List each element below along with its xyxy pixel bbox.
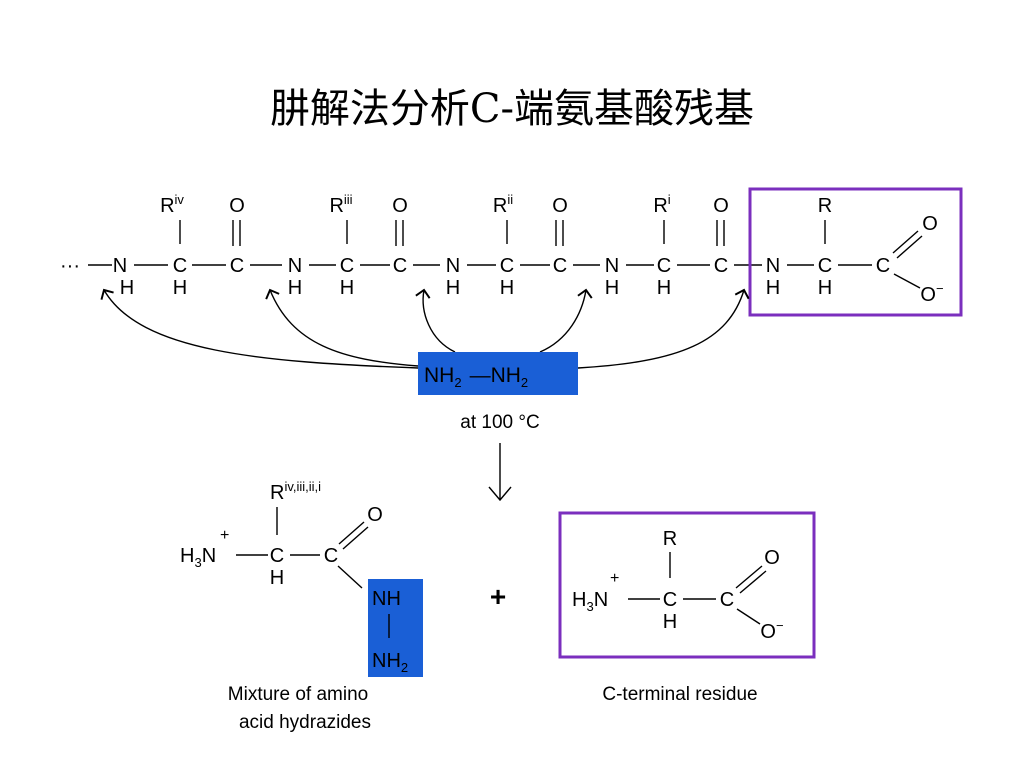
atom-c-alpha: C: [340, 255, 354, 277]
positive-charge: +: [220, 527, 229, 544]
atom-o: O: [713, 195, 729, 217]
terminal-residue-box: [748, 187, 963, 317]
hydrazide-product: Riv,iii,ii,i + H3N C H C O NH NH2 Mixtur…: [180, 479, 423, 733]
atom-n: N: [113, 255, 127, 277]
reagent-formula: NH2—NH2: [424, 364, 528, 390]
atom-c-alpha: C: [657, 255, 671, 277]
ammonium-group: H3N: [180, 545, 216, 570]
atom-n: N: [446, 255, 460, 277]
atom-h: H: [120, 277, 134, 299]
atom-o: O: [367, 504, 383, 526]
atom-c-carbonyl: C: [393, 255, 407, 277]
atom-o-minus: O−: [920, 281, 943, 306]
attack-arrow-5: [577, 288, 750, 369]
atom-h: H: [818, 277, 832, 299]
side-chain-r: Rii: [493, 192, 513, 217]
residue-i: N H C H Ri C O: [605, 192, 762, 299]
atom-o: O: [552, 195, 568, 217]
attack-arrow-4: [539, 288, 593, 353]
side-chain-r: Riv: [160, 192, 184, 217]
hydrazide-caption-line1: Mixture of amino: [228, 684, 368, 705]
atom-n: N: [288, 255, 302, 277]
atom-c-alpha: C: [173, 255, 187, 277]
hydrazine-reagent: NH2—NH2 at 100 °C: [418, 352, 578, 433]
atom-h: H: [663, 611, 677, 633]
atom-c-carboxyl: C: [876, 255, 890, 277]
ammonium-group: H3N: [572, 589, 608, 614]
hydrazide-nh2: NH2: [372, 650, 408, 675]
side-chain-r: R: [818, 195, 832, 217]
hydrazide-caption-line2: acid hydrazides: [239, 712, 371, 733]
atom-o: O: [764, 547, 780, 569]
reagent-box: [418, 352, 578, 395]
hydrazide-box: [368, 579, 423, 677]
atom-o: O: [229, 195, 245, 217]
chain-leading-dots: ···: [60, 255, 80, 277]
attack-arrow-3: [415, 288, 456, 353]
atom-c-carbonyl: C: [324, 545, 338, 567]
atom-c-carbonyl: C: [230, 255, 244, 277]
atom-n: N: [605, 255, 619, 277]
atom-h: H: [340, 277, 354, 299]
side-chain-r: Riii: [329, 192, 352, 217]
hydrazide-nh: NH: [372, 588, 401, 610]
atom-o: O: [392, 195, 408, 217]
side-chain-r: Riv,iii,ii,i: [270, 479, 321, 504]
hydrazine-attack-arrows: [100, 288, 750, 369]
atom-o: O: [922, 213, 938, 235]
atom-c-alpha: C: [663, 589, 677, 611]
atom-c-alpha: C: [500, 255, 514, 277]
residue-iv: N H C H Riv C O: [113, 192, 282, 299]
slide-title: 肼解法分析C-端氨基酸残基: [270, 86, 754, 132]
atom-c-alpha: C: [270, 545, 284, 567]
atom-o-minus: O−: [760, 618, 783, 643]
terminal-amino-acid-product: R + H3N C H C O O− C-terminal residue: [558, 511, 816, 705]
atom-h: H: [657, 277, 671, 299]
atom-h: H: [766, 277, 780, 299]
atom-c-alpha: C: [818, 255, 832, 277]
atom-c-carbonyl: C: [553, 255, 567, 277]
atom-c-carbonyl: C: [714, 255, 728, 277]
terminal-residue-in-chain: N H C H R C O O−: [748, 187, 963, 317]
attack-arrow-1: [100, 288, 419, 369]
terminal-product-box: [558, 511, 816, 659]
residue-ii: N H C H Rii C O: [446, 192, 600, 299]
reaction-arrow: [488, 443, 512, 502]
residue-iii: N H C H Riii C O: [288, 192, 440, 299]
positive-charge: +: [610, 570, 619, 587]
atom-h: H: [173, 277, 187, 299]
side-chain-r: Ri: [653, 192, 670, 217]
atom-h: H: [605, 277, 619, 299]
atom-h: H: [500, 277, 514, 299]
atom-h: H: [288, 277, 302, 299]
atom-n: N: [766, 255, 780, 277]
terminal-caption: C-terminal residue: [602, 684, 757, 705]
side-chain-r: R: [663, 528, 677, 550]
atom-h: H: [446, 277, 460, 299]
plus-sign: +: [490, 581, 506, 612]
atom-c-carboxyl: C: [720, 589, 734, 611]
peptide-chain: ··· N H C H Riv C O N H C H Riii: [60, 187, 963, 317]
reaction-condition: at 100 °C: [460, 412, 539, 433]
attack-arrow-2: [265, 288, 419, 367]
atom-h: H: [270, 567, 284, 589]
